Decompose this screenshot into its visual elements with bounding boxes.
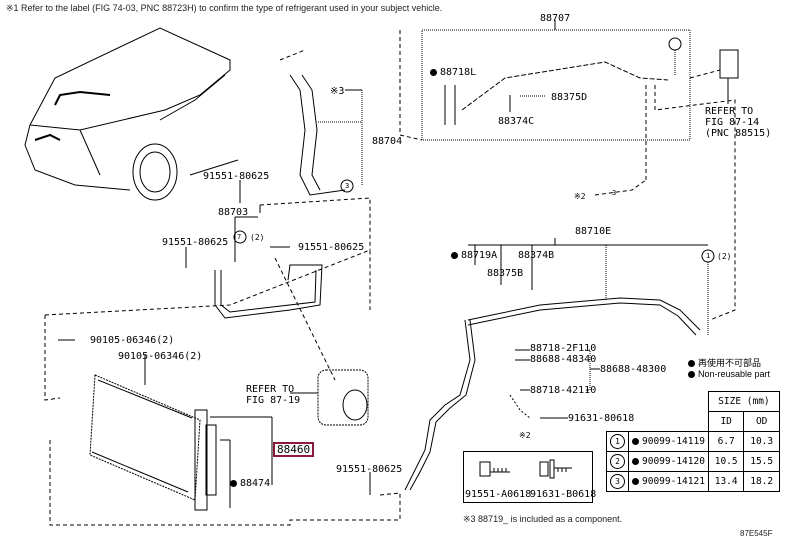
legend-non-reusable-jp: 再使用不可部品 xyxy=(688,356,761,369)
cell-od: 15.5 xyxy=(743,451,780,472)
refer-fig-87-14[interactable]: REFER TO FIG 87-14 (PNC 88515) xyxy=(705,106,772,139)
part-88710E[interactable]: 88710E xyxy=(575,226,612,237)
note-2-marker-bottom: ※2 xyxy=(519,431,531,440)
part-91551-80625-a[interactable]: 91551-80625 xyxy=(203,171,270,182)
refer-fig-87-19[interactable]: REFER TO FIG 87-19 xyxy=(246,384,301,406)
circle-3-icon: 3 xyxy=(345,182,350,190)
cell-od: 10.3 xyxy=(743,431,780,452)
part-90099-14121[interactable]: 90099-14121 xyxy=(642,476,705,487)
circle-2-icon: 2 xyxy=(610,454,625,469)
legend-non-reusable-en: Non-reusable part xyxy=(688,369,770,379)
part-90105-06346-a[interactable]: 90105-06346(2) xyxy=(90,335,175,346)
part-91551-A0618[interactable]: 91551-A0618 xyxy=(465,489,532,500)
col-id: ID xyxy=(707,411,745,432)
part-88703[interactable]: 88703 xyxy=(218,207,249,218)
cell-id: 13.4 xyxy=(707,471,745,492)
cell-od: 18.2 xyxy=(743,471,780,492)
part-88474[interactable]: 88474 xyxy=(230,478,270,489)
non-reusable-icon xyxy=(688,360,695,368)
circle-7-icon: 7 xyxy=(237,233,242,241)
vehicle-illustration xyxy=(24,27,239,201)
bolt-reference-box xyxy=(463,451,593,503)
non-reusable-icon xyxy=(430,68,437,76)
col-od: OD xyxy=(743,411,780,432)
non-reusable-icon xyxy=(632,458,639,465)
circle-3-icon: 3 xyxy=(610,474,625,489)
part-90099-14120[interactable]: 90099-14120 xyxy=(642,456,705,467)
part-88718-2F110[interactable]: 88718-2F110 xyxy=(530,343,597,354)
part-88460-highlighted[interactable]: 88460 xyxy=(273,442,315,457)
part-91551-80625-c[interactable]: 91551-80625 xyxy=(298,242,365,253)
non-reusable-icon xyxy=(688,371,695,379)
part-91631-80618[interactable]: 91631-80618 xyxy=(568,413,635,424)
cell-id: 10.5 xyxy=(707,451,745,472)
part-88718-42110[interactable]: 88718-42110 xyxy=(530,385,597,396)
cell-id: 6.7 xyxy=(707,431,745,452)
non-reusable-icon xyxy=(230,479,237,487)
figure-code: 87E545F xyxy=(740,529,773,538)
part-88688-48340[interactable]: 88688-48340 xyxy=(530,354,597,365)
part-91551-80625-b[interactable]: 91551-80625 xyxy=(162,237,229,248)
note-2-marker-top: ※2 xyxy=(574,192,586,201)
table-row: 3 90099-14121 13.4 18.2 xyxy=(606,471,780,492)
circle-3-icon-b: 3 xyxy=(612,189,617,197)
note-3-marker: ※3 xyxy=(330,86,345,97)
part-88704[interactable]: 88704 xyxy=(372,136,403,147)
circle-7-qty: (2) xyxy=(250,233,265,242)
part-88718L[interactable]: 88718L xyxy=(430,67,476,78)
table-row: 1 90099-14119 6.7 10.3 xyxy=(606,431,780,452)
circle-1-icon: 1 xyxy=(706,252,711,260)
part-88374C[interactable]: 88374C xyxy=(498,116,535,127)
non-reusable-icon xyxy=(451,251,458,259)
size-header: SIZE (mm) xyxy=(707,391,780,412)
part-90099-14119[interactable]: 90099-14119 xyxy=(642,436,705,447)
circle-1-icon: 1 xyxy=(610,434,625,449)
circle-1-qty: (2) xyxy=(717,252,732,261)
part-88707[interactable]: 88707 xyxy=(540,13,571,24)
part-88375B[interactable]: 88375B xyxy=(487,268,524,279)
part-91551-80625-d[interactable]: 91551-80625 xyxy=(336,464,403,475)
part-88375D[interactable]: 88375D xyxy=(551,92,588,103)
non-reusable-icon xyxy=(632,478,639,485)
part-91631-B0618[interactable]: 91631-B0618 xyxy=(530,489,597,500)
hose-size-table: SIZE (mm) ID OD 1 90099-14119 6.7 10.3 2… xyxy=(606,391,780,492)
refrigerant-note: ※1 Refer to the label (FIG 74-03, PNC 88… xyxy=(6,3,443,13)
part-88719A[interactable]: 88719A xyxy=(451,250,497,261)
non-reusable-icon xyxy=(632,438,639,445)
footnote-3: ※3 88719_ is included as a component. xyxy=(463,514,623,524)
part-90105-06346-b[interactable]: 90105-06346(2) xyxy=(118,351,203,362)
part-88688-48300[interactable]: 88688-48300 xyxy=(600,364,667,375)
table-row: 2 90099-14120 10.5 15.5 xyxy=(606,451,780,472)
part-88374B[interactable]: 88374B xyxy=(518,250,555,261)
